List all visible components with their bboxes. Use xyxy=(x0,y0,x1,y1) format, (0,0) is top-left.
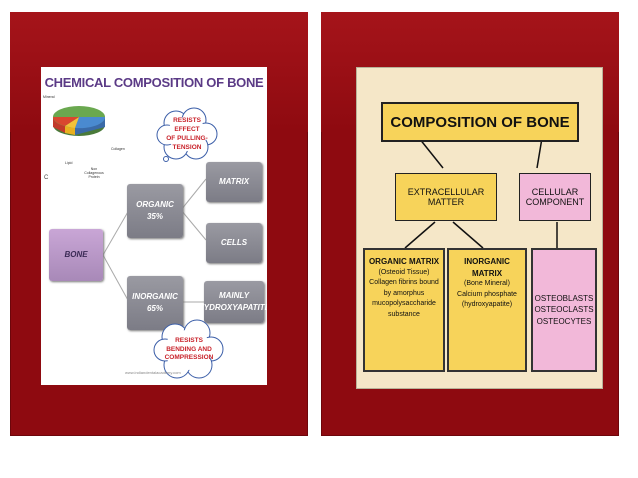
cloud-bottom-shape xyxy=(153,319,224,379)
bone-box: BONE xyxy=(49,229,103,281)
organic-matrix-title: ORGANIC MATRIX xyxy=(368,257,440,266)
cloud-top-line1: RESISTS xyxy=(173,117,201,125)
cloud-top-line2: EFFECT xyxy=(174,126,200,134)
inorganic-matrix-line2: Calcium phosphate xyxy=(457,290,517,298)
composition-pie-3d xyxy=(53,106,106,136)
hydroxyapatite-line1: MAINLY xyxy=(218,291,250,300)
hydroxyapatite-line2: HYDROXYAPATITE xyxy=(198,303,267,312)
extracellular-box: EXTRACELLULAR MATTER xyxy=(395,173,497,221)
inorganic-matrix-title: INORGANIC MATRIX xyxy=(464,257,510,278)
extracellular-line1: EXTRACELLULAR xyxy=(407,187,485,197)
organic-matrix-line4: mucopolysaccharide xyxy=(372,300,436,308)
hydroxyapatite-box: MAINLY HYDROXYAPATITE xyxy=(198,281,267,323)
organic-box: ORGANIC 35% xyxy=(127,184,183,238)
legend-noncollagenous: Non Collagenous Protein xyxy=(84,167,104,179)
corner-mark: C xyxy=(44,175,49,181)
cellular-line2: COMPONENT xyxy=(525,197,585,207)
connector-lines xyxy=(102,178,207,303)
extracellular-line2: MATTER xyxy=(427,197,465,207)
organic-matrix-box: ORGANIC MATRIX (Osteoid Tissue) Collagen… xyxy=(363,248,445,372)
cloud-top-text: RESISTS EFFECT OF PULLING- TENSION xyxy=(160,114,214,156)
cells-osteoblasts: OSTEOBLASTS xyxy=(534,293,594,303)
cellular-box: CELLULAR COMPONENT xyxy=(519,173,591,221)
composition-title-box: COMPOSITION OF BONE xyxy=(381,102,579,142)
organic-matrix-line1: (Osteoid Tissue) xyxy=(378,268,430,276)
composition-title: COMPOSITION OF BONE xyxy=(390,113,570,131)
left-title: CHEMICAL COMPOSITION OF BONE xyxy=(44,75,264,90)
inorganic-label: INORGANIC xyxy=(132,292,178,301)
cloud-top-line4: TENSION xyxy=(172,143,202,151)
inorganic-matrix-box: INORGANIC MATRIX (Bone Mineral) Calcium … xyxy=(447,248,527,372)
bone-chemical-composition-card: CHEMICAL COMPOSITION OF BONE Mineral Lip… xyxy=(41,67,267,385)
left-slide: CHEMICAL COMPOSITION OF BONE Mineral Lip… xyxy=(10,12,308,436)
watermark: www.indiandentalacademy.com xyxy=(125,370,181,375)
organic-matrix-line3: by amorphus xyxy=(383,289,425,297)
organic-percent: 35% xyxy=(146,212,163,221)
cellular-line1: CELLULAR xyxy=(531,187,579,197)
cloud-bottom-line2: BENDING AND xyxy=(166,345,212,353)
organic-matrix-line5: substance xyxy=(388,310,420,318)
inorganic-matrix-line1: (Bone Mineral) xyxy=(464,280,510,288)
bone-label: BONE xyxy=(64,250,88,259)
inorganic-matrix-line3: (hydroxyapatite) xyxy=(461,301,513,309)
legend-lipid: Lipid xyxy=(65,161,73,165)
cells-box: CELLS xyxy=(206,223,262,263)
cloud-top-line3: OF PULLING- xyxy=(166,135,208,142)
organic-label: ORGANIC xyxy=(136,200,174,209)
inorganic-box: INORGANIC 65% xyxy=(127,276,183,330)
organic-matrix-line2: Collagen fibrins bound xyxy=(369,279,439,287)
cloud-bottom-line3: COMPRESSION xyxy=(164,354,214,362)
right-slide: COMPOSITION OF BONE EXTRACELLULAR MATTER… xyxy=(321,12,619,436)
cells-label: CELLS xyxy=(220,238,248,247)
inorganic-percent: 65% xyxy=(146,304,163,313)
connector-lines xyxy=(404,137,558,249)
cells-osteocytes: OSTEOCYTES xyxy=(536,316,592,326)
legend-mineral: Mineral xyxy=(43,95,55,99)
cloud-bottom-line1: RESISTS xyxy=(175,336,203,344)
cloud-bottom-text: RESISTS BENDING AND COMPRESSION xyxy=(158,329,220,371)
matrix-box: MATRIX xyxy=(206,162,262,202)
cells-list-box: OSTEOBLASTS OSTEOCLASTS OSTEOCYTES xyxy=(531,248,597,372)
cloud-top-shape xyxy=(156,107,218,162)
composition-of-bone-card: COMPOSITION OF BONE EXTRACELLULAR MATTER… xyxy=(356,67,603,389)
cells-osteoclasts: OSTEOCLASTS xyxy=(534,305,594,315)
matrix-label: MATRIX xyxy=(218,177,250,186)
legend-collagen: Collagen xyxy=(111,147,125,151)
